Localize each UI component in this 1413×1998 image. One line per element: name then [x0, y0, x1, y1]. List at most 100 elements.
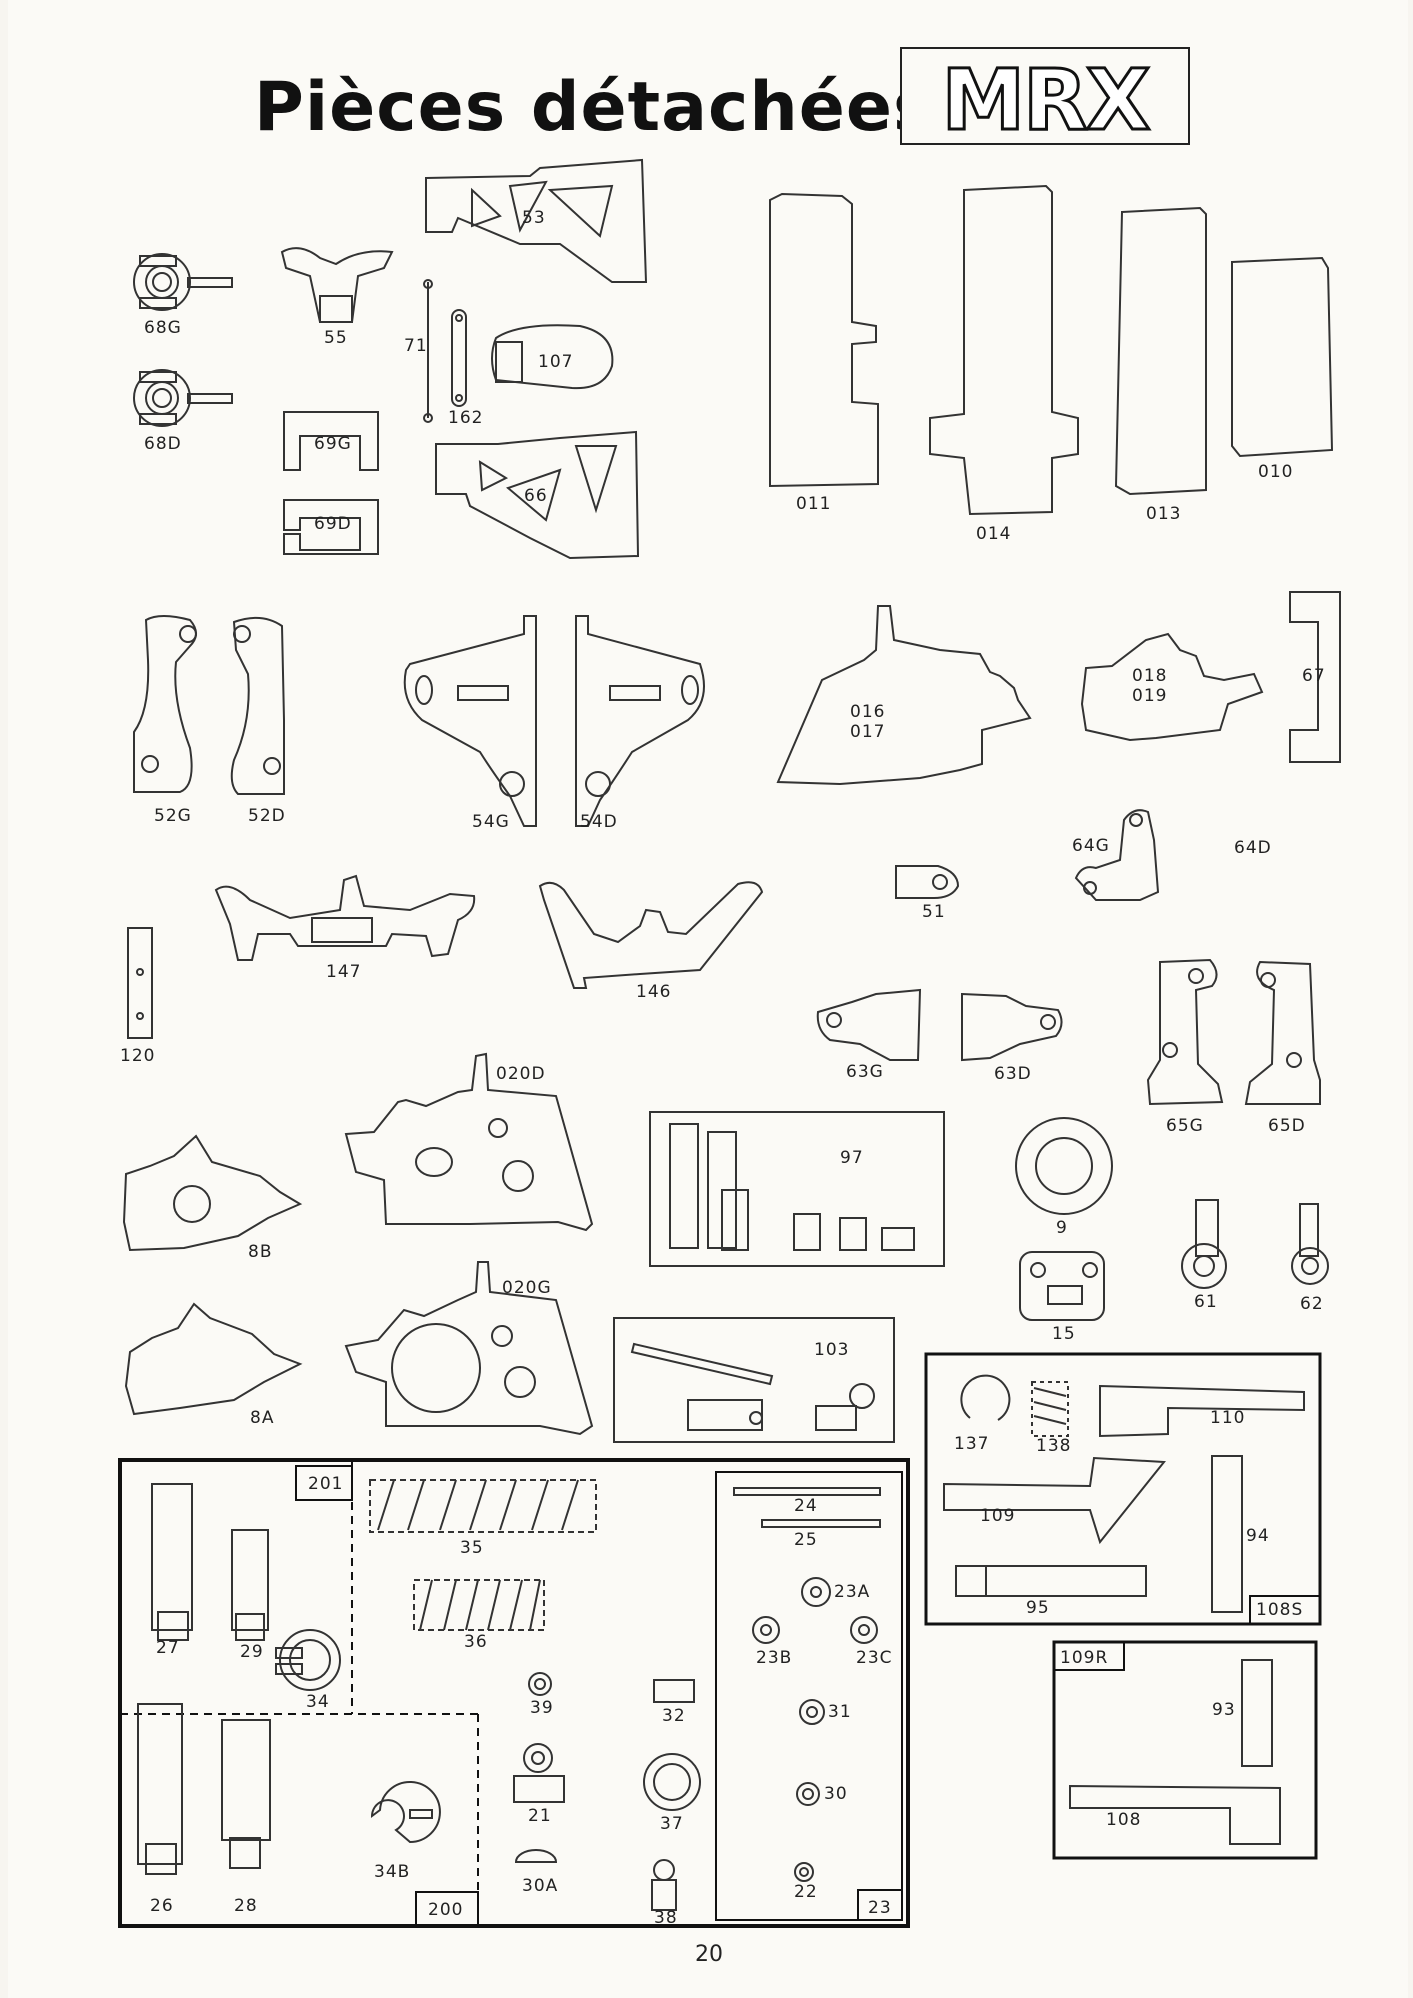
part-drawing-71: [423, 279, 433, 423]
part-label-66: 66: [524, 486, 548, 506]
part-drawing-54D: [575, 615, 705, 827]
part-label-018: 018: [1132, 666, 1168, 686]
part-label-24: 24: [794, 1496, 818, 1516]
part-label-107: 107: [538, 352, 574, 372]
part-drawing-23B: [752, 1616, 780, 1644]
part-drawing-137: [960, 1374, 1011, 1421]
shock-kit-frame: [118, 1458, 910, 1928]
part-label-21: 21: [528, 1806, 552, 1826]
part-label-65D: 65D: [1268, 1116, 1306, 1136]
part-label-67: 67: [1302, 666, 1326, 686]
part-label-8B: 8B: [248, 1242, 273, 1262]
part-label-30A: 30A: [522, 1876, 559, 1896]
part-drawing-018-019: [1080, 632, 1264, 742]
page-sheet: [8, 0, 1408, 1998]
part-label-38: 38: [654, 1908, 678, 1928]
part-drawing-014: [929, 184, 1079, 516]
part-drawing-34: [275, 1629, 341, 1691]
part-label-103: 103: [814, 1340, 850, 1360]
part-label-97: 97: [840, 1148, 864, 1168]
part-label-138: 138: [1036, 1436, 1072, 1456]
part-label-23B: 23B: [756, 1648, 793, 1668]
part-drawing-36: [413, 1579, 545, 1631]
part-label-32: 32: [662, 1706, 686, 1726]
part-label-9: 9: [1056, 1218, 1068, 1238]
part-drawing-011: [769, 192, 879, 488]
part-label-68G: 68G: [144, 318, 182, 338]
part-drawing-52G: [133, 615, 197, 793]
part-drawing-15: [1019, 1251, 1105, 1321]
logo-text: MRX: [941, 51, 1149, 143]
part-label-137: 137: [954, 1434, 990, 1454]
part-label-69D: 69D: [314, 514, 352, 534]
part-label-28: 28: [234, 1896, 258, 1916]
part-label-35: 35: [460, 1538, 484, 1558]
part-label-146: 146: [636, 982, 672, 1002]
mrx-logo-icon: MRX: [940, 50, 1153, 144]
part-drawing-8B: [122, 1134, 303, 1252]
part-label-53: 53: [522, 208, 546, 228]
part-label-30: 30: [824, 1784, 848, 1804]
part-label-39: 39: [530, 1698, 554, 1718]
part-label-108S: 108S: [1256, 1600, 1304, 1620]
part-drawing-28: [221, 1719, 271, 1869]
part-label-55: 55: [324, 328, 348, 348]
part-label-64G: 64G: [1072, 836, 1110, 856]
part-drawing-53: [425, 158, 648, 283]
part-drawing-21: [513, 1743, 565, 1803]
part-label-017: 017: [850, 722, 886, 742]
part-label-54D: 54D: [580, 812, 618, 832]
part-label-52D: 52D: [248, 806, 286, 826]
part-drawing-27: [151, 1483, 193, 1641]
part-label-120: 120: [120, 1046, 156, 1066]
part-label-31: 31: [828, 1702, 852, 1722]
part-label-93: 93: [1212, 1700, 1236, 1720]
part-label-23: 23: [868, 1898, 892, 1918]
part-drawing-68D: [133, 369, 233, 427]
part-drawing-65G: [1146, 958, 1224, 1106]
part-label-62: 62: [1300, 1294, 1324, 1314]
part-drawing-109: [943, 1456, 1166, 1545]
part-label-63G: 63G: [846, 1062, 884, 1082]
part-label-020D: 020D: [496, 1064, 546, 1084]
part-drawing-55: [280, 247, 394, 323]
part-drawing-23A: [801, 1577, 831, 1607]
part-drawing-67: [1289, 591, 1341, 763]
part-drawing-30A: [514, 1849, 558, 1863]
part-label-68D: 68D: [144, 434, 182, 454]
part-label-36: 36: [464, 1632, 488, 1652]
part-label-23C: 23C: [856, 1648, 893, 1668]
part-drawing-68G: [133, 253, 233, 311]
part-label-22: 22: [794, 1882, 818, 1902]
part-drawing-120: [127, 927, 153, 1039]
part-label-013: 013: [1146, 504, 1182, 524]
part-label-34B: 34B: [374, 1862, 411, 1882]
part-label-25: 25: [794, 1530, 818, 1550]
part-drawing-8A: [124, 1302, 303, 1416]
part-label-147: 147: [326, 962, 362, 982]
part-drawing-23C: [850, 1616, 878, 1644]
part-drawing-52D: [230, 616, 285, 795]
part-drawing-65D: [1244, 960, 1321, 1105]
part-drawing-69G: [283, 411, 379, 471]
part-label-15: 15: [1052, 1324, 1076, 1344]
part-drawing-016-017: [776, 605, 1032, 786]
part-label-014: 014: [976, 524, 1012, 544]
part-108S-frame: [924, 1352, 1322, 1626]
part-label-51: 51: [922, 902, 946, 922]
part-label-020G: 020G: [502, 1278, 552, 1298]
part-label-011: 011: [796, 494, 832, 514]
part-label-95: 95: [1026, 1598, 1050, 1618]
part-drawing-146: [538, 881, 764, 989]
part-drawing-54G: [403, 615, 537, 827]
part-drawing-020D: [344, 1052, 594, 1232]
part-drawing-66: [435, 430, 640, 560]
part-label-26: 26: [150, 1896, 174, 1916]
part-label-65G: 65G: [1166, 1116, 1204, 1136]
part-label-94: 94: [1246, 1526, 1270, 1546]
part-label-110: 110: [1210, 1408, 1246, 1428]
part-drawing-97: [649, 1111, 945, 1267]
part-drawing-93: [1241, 1659, 1273, 1767]
part-drawing-147: [214, 874, 476, 961]
